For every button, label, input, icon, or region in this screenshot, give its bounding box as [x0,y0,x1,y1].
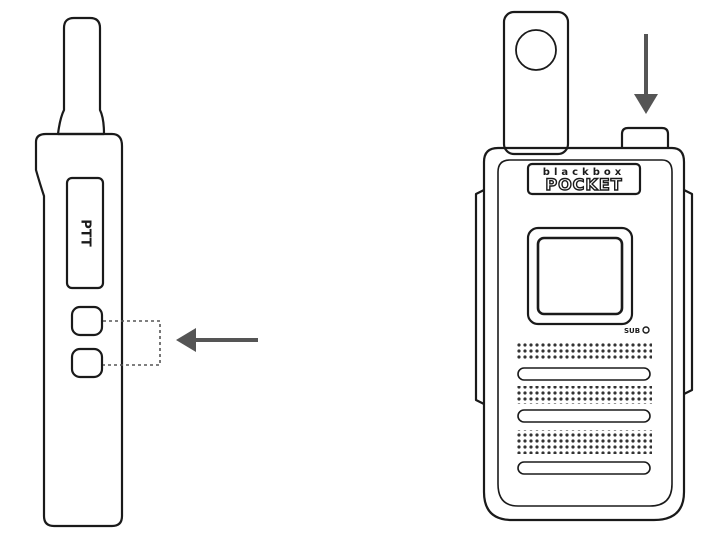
speaker-slot [517,461,651,475]
front-body-inner [497,159,673,507]
speaker-slot [517,367,651,381]
front-view-radio [474,10,694,522]
speaker-grille [516,342,652,360]
side-antenna [56,16,106,136]
side-body [34,132,124,528]
side-bump-right [683,189,694,395]
speaker-grille [516,430,652,454]
brand-top-text: blackbox [543,167,625,178]
side-button-top[interactable] [70,305,104,337]
indicator-label: SUB [624,327,640,335]
top-knob [620,126,670,148]
display-outer [526,226,634,326]
speaker-grille [516,386,652,404]
brand-main-text: POCKET [545,175,622,194]
indicator-light [642,326,650,334]
left-arrow [176,328,258,352]
brand-plate [526,162,642,196]
display-inner [536,236,624,316]
ptt-label: PTT [78,219,93,247]
speaker-slot [517,409,651,423]
down-arrow [634,34,658,114]
antenna-tip [515,29,557,71]
side-button-bottom[interactable] [70,347,104,379]
side-bump-left [474,189,485,405]
button-bracket [103,320,161,366]
ptt-button[interactable] [65,176,105,290]
front-antenna [502,10,570,156]
front-body-outer [482,146,686,522]
side-view-radio [34,16,124,528]
